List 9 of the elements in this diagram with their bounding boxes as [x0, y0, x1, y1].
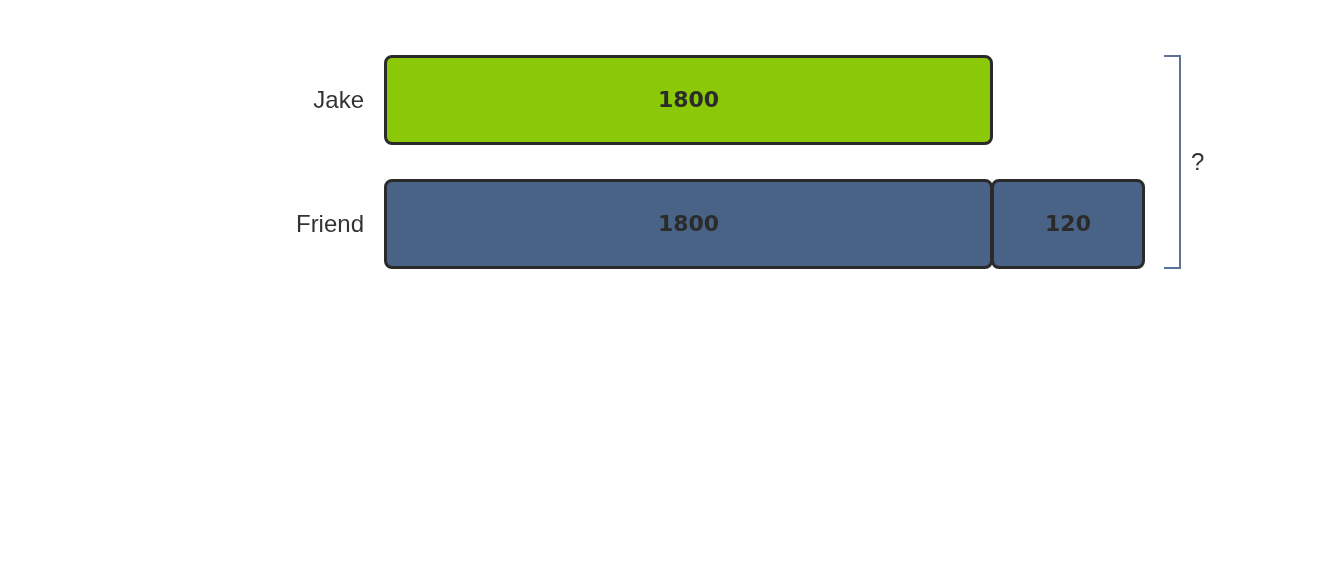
- bar-value: 120: [1045, 213, 1091, 235]
- bar-value: 1800: [657, 89, 720, 111]
- bar-value: 1800: [657, 213, 720, 235]
- unknown-total: ?: [1191, 150, 1205, 174]
- tape-bar: [384, 179, 993, 269]
- tape-bar: [991, 179, 1145, 269]
- row-label: Jake: [313, 88, 364, 112]
- tape-bar: [384, 55, 993, 145]
- row-label: Friend: [295, 212, 364, 236]
